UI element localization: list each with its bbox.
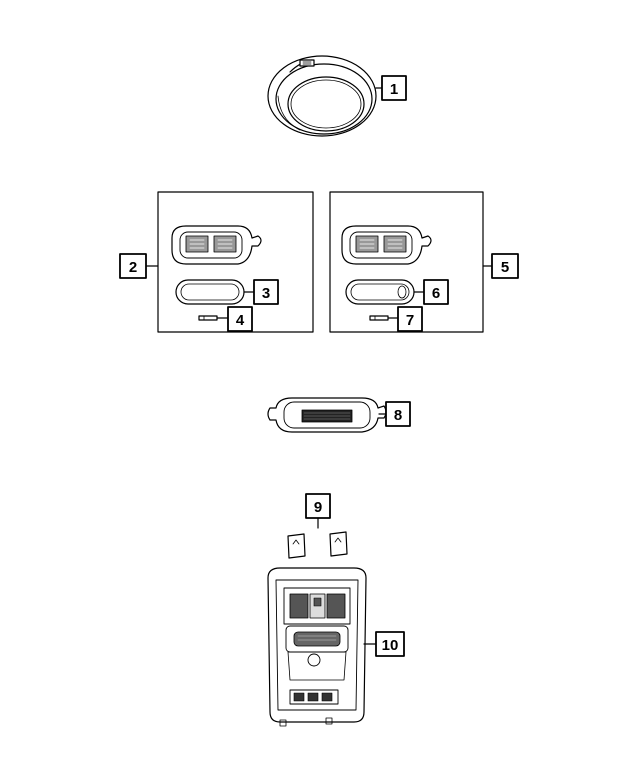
callout-1: 1 xyxy=(381,75,407,101)
callout-1-label: 1 xyxy=(390,81,398,98)
callout-4-label: 4 xyxy=(236,312,245,329)
dome-lamp-illustration xyxy=(267,55,377,137)
map-lamp-housing-right-illustration xyxy=(341,225,432,265)
map-lamp-housing-left-illustration xyxy=(171,225,262,265)
bulb-right-illustration xyxy=(369,315,389,321)
callout-9-label: 9 xyxy=(314,499,322,516)
callout-10-label: 10 xyxy=(382,637,399,654)
callout-4: 4 xyxy=(227,306,253,332)
callout-7-label: 7 xyxy=(406,312,414,329)
bulb-left-illustration xyxy=(198,315,218,321)
callout-7: 7 xyxy=(397,306,423,332)
callout-10: 10 xyxy=(375,631,405,657)
callout-6-label: 6 xyxy=(432,285,440,302)
callout-8-label: 8 xyxy=(394,407,402,424)
map-lamp-lens-left-illustration xyxy=(175,279,245,305)
callout-3: 3 xyxy=(253,279,279,305)
callout-2: 2 xyxy=(119,253,147,279)
right-group-frame xyxy=(329,191,484,333)
callout-5: 5 xyxy=(491,253,519,279)
overhead-console-illustration xyxy=(267,567,367,727)
switch-labels-illustration xyxy=(287,531,348,559)
callout-9: 9 xyxy=(305,493,331,519)
callout-8: 8 xyxy=(385,401,411,427)
map-lamp-lens-right-illustration xyxy=(345,279,415,305)
callout-2-label: 2 xyxy=(129,259,137,276)
left-group-frame xyxy=(157,191,314,333)
callout-5-label: 5 xyxy=(501,259,509,276)
callout-6: 6 xyxy=(423,279,449,305)
cargo-lamp-illustration xyxy=(267,397,387,433)
callout-3-label: 3 xyxy=(262,285,270,302)
